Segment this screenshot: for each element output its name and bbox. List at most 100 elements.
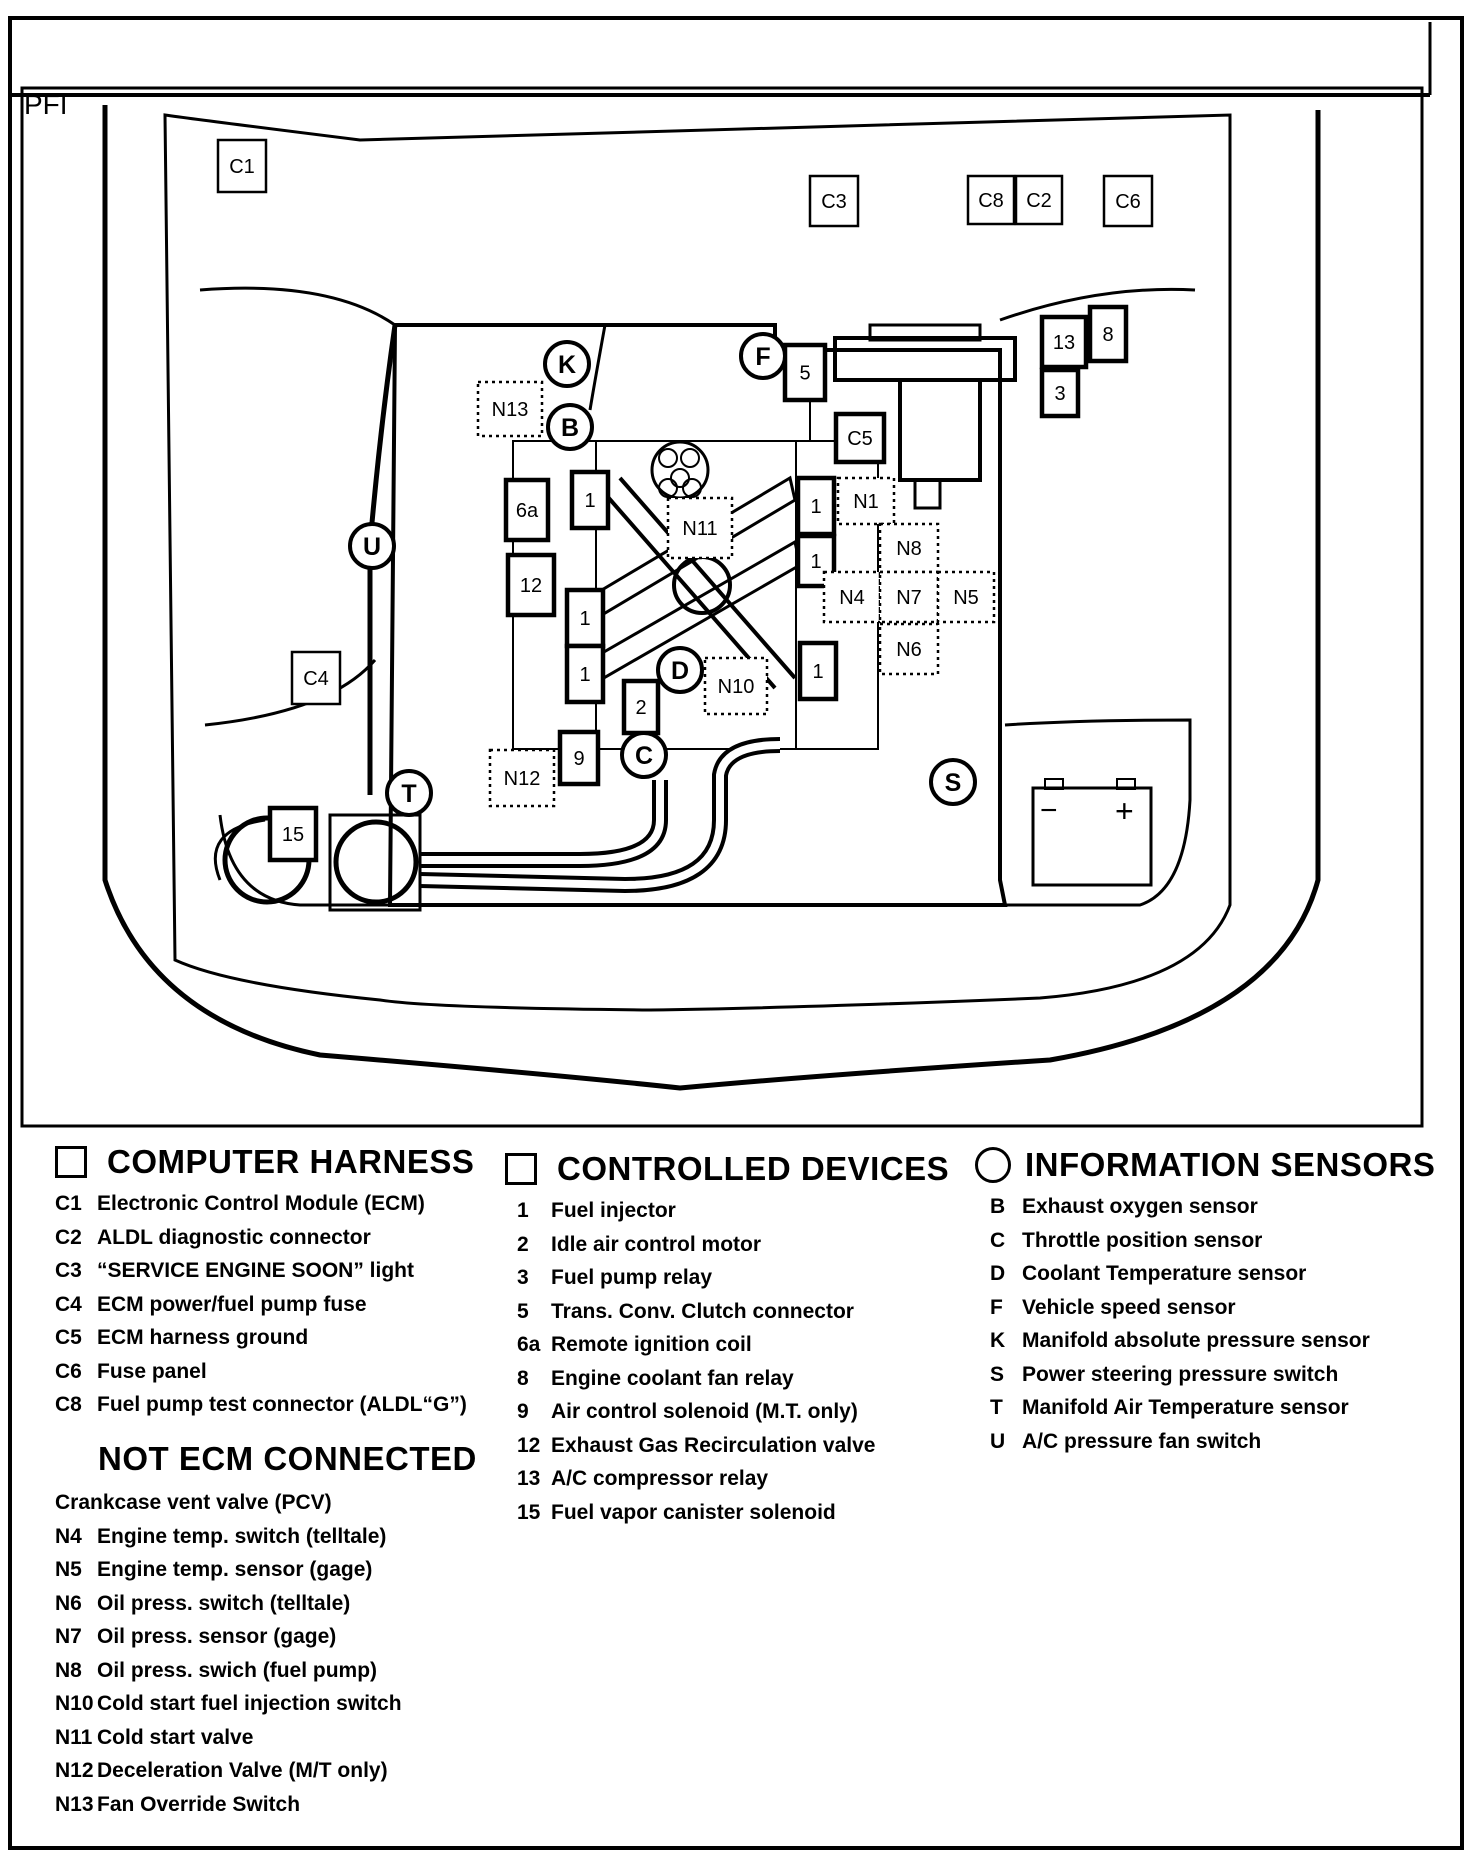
- legend-title-controlled-devices: CONTROLLED DEVICES: [557, 1150, 950, 1187]
- component-box-d12: [505, 552, 557, 618]
- legend-item-code: 12: [517, 1433, 541, 1457]
- legend-item-code: N6: [55, 1591, 82, 1615]
- legend-item-label: Fuel injector: [551, 1199, 676, 1222]
- legend-item-code: B: [990, 1195, 1006, 1218]
- legend-item-label: Fuse panel: [97, 1359, 207, 1383]
- legend-item-label: Vehicle speed sensor: [1022, 1295, 1236, 1319]
- square-symbol-icon: [505, 1153, 537, 1185]
- legend-item-code: 9: [517, 1400, 529, 1423]
- sensor-label-f: F: [755, 343, 770, 371]
- component-box-c5: [833, 411, 887, 465]
- legend-item: F Vehicle speed sensor: [990, 1291, 1435, 1325]
- sensor-circle-t: [385, 769, 433, 817]
- legend-item-code: N5: [55, 1558, 82, 1581]
- component-label-n12: N12: [504, 768, 541, 790]
- legend-item: K Manifold absolute pressure sensor: [990, 1324, 1435, 1358]
- legend-item: N4 Engine temp. switch (telltale): [55, 1520, 477, 1554]
- legend-item-label: Fuel pump relay: [551, 1266, 713, 1289]
- pcv-label: Crankcase vent valve (PCV): [55, 1490, 332, 1514]
- component-label-n4: N4: [839, 587, 865, 609]
- legend-item-code: C1: [55, 1192, 82, 1215]
- legend-item-code: N12: [55, 1759, 94, 1782]
- component-label-n7: N7: [896, 587, 922, 609]
- not-ecm-box-n10: [703, 656, 769, 716]
- not-ecm-box-n1: [836, 476, 896, 526]
- component-label-c5: C5: [847, 428, 873, 450]
- legend-item-label: Engine coolant fan relay: [551, 1366, 794, 1390]
- legend-item-label: Engine temp. switch (telltale): [97, 1524, 387, 1548]
- legend-item-code: N7: [55, 1625, 82, 1648]
- fender-line-right: [999, 287, 1196, 322]
- component-box-d9: [557, 729, 601, 787]
- sensor-circle-s: [929, 758, 977, 806]
- legend-item-code: C4: [55, 1292, 82, 1316]
- component-label-n11: N11: [682, 518, 717, 540]
- component-label-d13: 13: [1053, 332, 1075, 354]
- component-box-c2: [1014, 174, 1064, 226]
- component-label-d6a: 6a: [516, 500, 539, 522]
- component-label-c4: C4: [303, 668, 329, 690]
- sensor-label-t: T: [401, 780, 416, 808]
- legend-item-label: Oil press. swich (fuel pump): [97, 1658, 378, 1682]
- component-box-c4: [290, 650, 342, 706]
- component-label-d1e: 1: [579, 664, 590, 686]
- component-box-d3: [1039, 367, 1081, 419]
- sensor-label-k: K: [558, 351, 576, 379]
- legend-title-not-ecm-connected: NOT ECM CONNECTED: [98, 1440, 477, 1477]
- component-label-c8: C8: [978, 190, 1004, 212]
- legend-item-label: Air control solenoid (M.T. only): [551, 1400, 858, 1423]
- component-label-d3: 3: [1054, 383, 1065, 405]
- legend-item-label: Coolant Temperature sensor: [1022, 1262, 1307, 1285]
- component-label-c6: C6: [1115, 191, 1141, 213]
- component-box-c8: [966, 174, 1016, 226]
- legend-item-code: N4: [55, 1524, 82, 1548]
- legend-item-code: K: [990, 1329, 1006, 1352]
- component-label-d9: 9: [573, 748, 584, 770]
- sensor-circle-k: [543, 340, 591, 388]
- sensor-label-s: S: [945, 769, 962, 797]
- legend-item-label: Manifold absolute pressure sensor: [1022, 1329, 1370, 1352]
- legend-item-label: Exhaust Gas Recirculation valve: [551, 1433, 876, 1457]
- legend-item-code: U: [990, 1429, 1006, 1453]
- sensor-label-b: B: [561, 414, 579, 442]
- legend-item-code: C3: [55, 1259, 82, 1282]
- legend-item-code: C2: [55, 1225, 82, 1249]
- legend-item: 12 Exhaust Gas Recirculation valve: [517, 1429, 949, 1463]
- component-label-c1: C1: [229, 156, 255, 178]
- legend-item: C3“SERVICE ENGINE SOON” light: [55, 1254, 474, 1288]
- legend-item-label: Remote ignition coil: [551, 1333, 752, 1356]
- legend-item-code: C5: [55, 1326, 82, 1349]
- component-label-d1f: 1: [812, 661, 823, 683]
- not-ecm-box-n5: [936, 570, 996, 624]
- legend-item-label: ECM harness ground: [97, 1326, 309, 1349]
- legend-item-code: C8: [55, 1393, 82, 1416]
- legend-item-code: 5: [517, 1299, 529, 1323]
- not-ecm-box-n4: [822, 570, 882, 624]
- legend-item-label: Oil press. switch (telltale): [97, 1591, 351, 1615]
- component-label-d1c: 1: [810, 551, 821, 573]
- diagram-frame: [20, 86, 1424, 1128]
- legend-title-computer-harness: COMPUTER HARNESS: [107, 1143, 475, 1180]
- legend-item-code: 6a: [517, 1333, 541, 1356]
- legend-item-code: N11: [55, 1725, 93, 1749]
- component-box-c6: [1102, 174, 1154, 228]
- legend-item-code: F: [990, 1295, 1003, 1319]
- component-box-d15: [267, 805, 319, 863]
- legend-item-code: C: [990, 1228, 1006, 1252]
- legend-item: C5 ECM harness ground: [55, 1321, 474, 1355]
- component-label-d12: 12: [520, 575, 542, 597]
- component-label-d1a: 1: [584, 490, 595, 512]
- square-symbol-icon: [55, 1146, 87, 1178]
- component-label-n6: N6: [896, 639, 922, 661]
